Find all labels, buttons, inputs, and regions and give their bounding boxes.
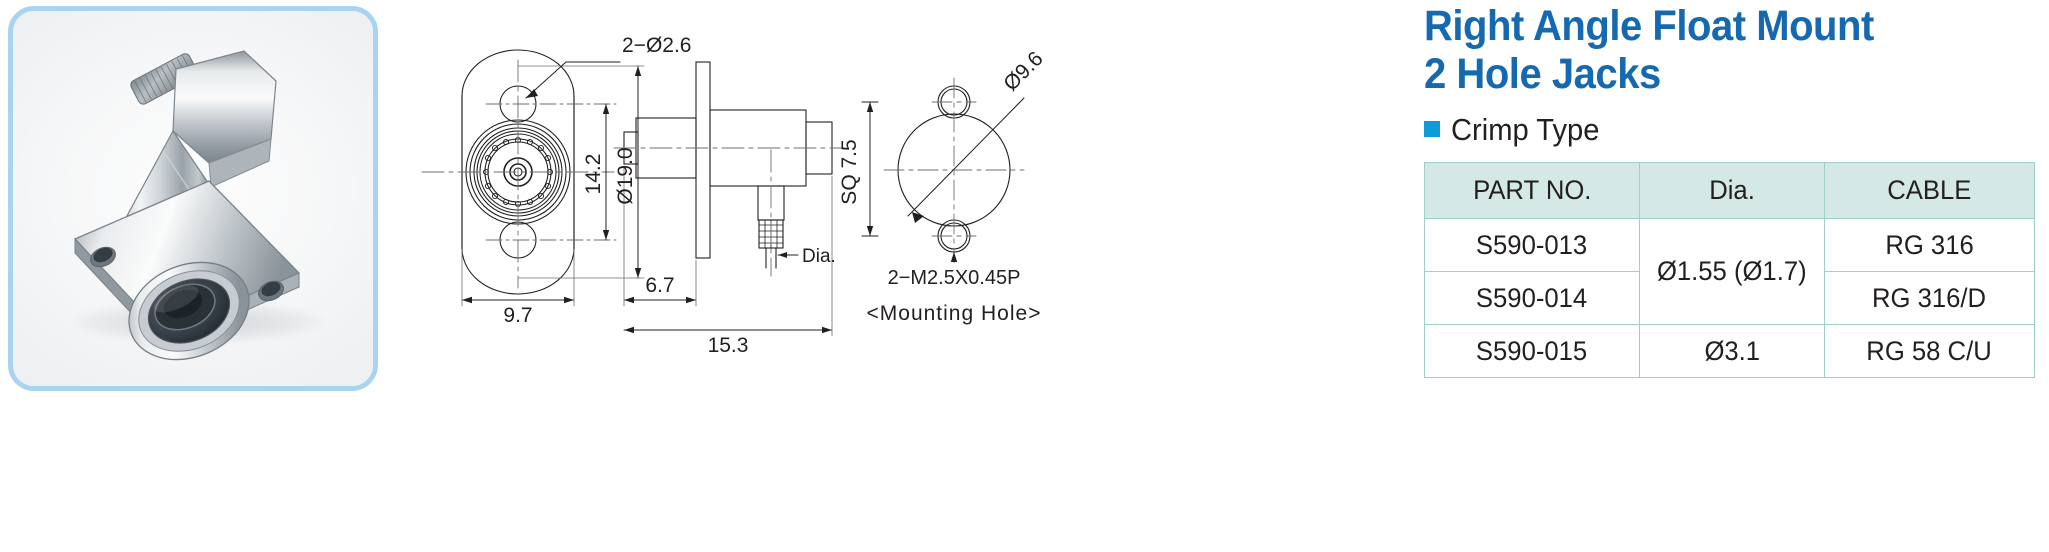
square-bullet-icon: [1424, 121, 1440, 137]
table-row[interactable]: S590-014 RG 316/D: [1424, 271, 2035, 325]
mounting-hole-view: [861, 77, 1025, 263]
front-view-hole-callout: 2−Ø2.6: [622, 34, 691, 57]
engineering-drawings: 2−Ø2.6 14.2 Ø19.0 9.7 6.7 15.3 Dia. SQ 7…: [400, 0, 1400, 400]
side-view-cable-dia-label: Dia.: [802, 246, 836, 267]
page-title-line-1: Right Angle Float Mount: [1424, 2, 1874, 50]
mounting-hole-caption: <Mounting Hole>: [867, 302, 1042, 325]
front-view-hole-spacing-dim: 14.2: [582, 154, 605, 195]
mounting-hole-square-dim: SQ 7.5: [838, 139, 861, 204]
cell-part-no: S590-013: [1424, 218, 1640, 272]
subtitle-label: Crimp Type: [1451, 111, 1600, 147]
front-view-flange-diameter-dim: Ø19.0: [614, 147, 637, 204]
column-header-cable: CABLE: [1824, 162, 2035, 219]
cell-cable: RG 316: [1824, 218, 2035, 272]
cell-part-no: S590-014: [1424, 271, 1640, 325]
cell-dia: Ø3.1: [1639, 324, 1825, 378]
mounting-hole-thread-callout: 2−M2.5X0.45P: [888, 267, 1021, 289]
front-view-width-dim: 9.7: [503, 304, 532, 327]
specification-column: Right Angle Float Mount 2 Hole Jacks Cri…: [1424, 0, 2036, 378]
side-view-length-dim: 15.3: [708, 334, 749, 357]
drawing-svg: 2−Ø2.6 14.2 Ø19.0 9.7 6.7 15.3 Dia. SQ 7…: [421, 34, 1048, 357]
front-view: [421, 49, 645, 307]
side-view: [613, 61, 845, 337]
product-photo-connector-image: [73, 50, 301, 361]
product-photo-panel: [8, 6, 378, 391]
cell-dia: Ø1.55 (Ø1.7): [1639, 218, 1825, 325]
table-row[interactable]: S590-015 Ø3.1 RG 58 C/U: [1424, 324, 2035, 378]
side-view-flange-offset-dim: 6.7: [645, 274, 674, 297]
subtitle-row: Crimp Type: [1424, 112, 2036, 146]
page-title-line-2: 2 Hole Jacks: [1424, 50, 1661, 98]
cell-cable: RG 58 C/U: [1824, 324, 2035, 378]
mounting-hole-diameter-dim: Ø9.6: [999, 47, 1047, 95]
table-header-row: PART NO. Dia. CABLE: [1424, 162, 2035, 219]
table-row[interactable]: S590-013 Ø1.55 (Ø1.7) RG 316: [1424, 218, 2035, 325]
part-number-table: PART NO. Dia. CABLE S590-013 Ø1.55 (Ø1.7…: [1424, 162, 2035, 378]
cell-cable: RG 316/D: [1824, 271, 2035, 325]
column-header-part-no: PART NO.: [1424, 162, 1640, 219]
cell-part-no: S590-015: [1424, 324, 1640, 378]
column-header-dia: Dia.: [1639, 162, 1825, 219]
page-title: Right Angle Float Mount 2 Hole Jacks: [1424, 0, 1993, 98]
